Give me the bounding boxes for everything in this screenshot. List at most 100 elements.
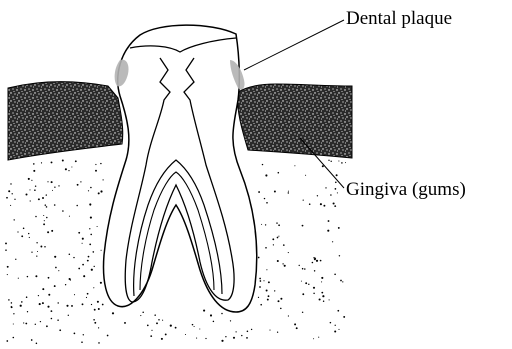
bone-dot <box>338 227 340 229</box>
bone-dot <box>203 310 205 312</box>
bone-dot <box>277 237 279 239</box>
bone-dot <box>225 336 226 337</box>
bone-dot <box>76 205 78 207</box>
bone-dot <box>97 301 99 303</box>
bone-dot <box>334 274 336 276</box>
bone-dot <box>91 269 93 271</box>
bone-dot <box>334 205 336 207</box>
bone-dot <box>35 324 36 325</box>
bone-dot <box>170 325 172 327</box>
bone-dot <box>175 327 177 329</box>
bone-dot <box>299 265 300 266</box>
bone-dot <box>288 252 289 253</box>
bone-dot <box>241 335 242 336</box>
bone-dot <box>185 334 186 335</box>
bone-dot <box>337 192 338 193</box>
bone-dot <box>328 220 330 222</box>
bone-dot <box>328 160 329 161</box>
bone-dot <box>278 300 280 302</box>
bone-dot <box>265 247 267 249</box>
bone-dot <box>124 322 126 324</box>
bone-dot <box>325 187 326 188</box>
bone-dot <box>317 195 318 196</box>
bone-dot <box>314 270 315 271</box>
bone-dot <box>55 267 57 269</box>
bone-dot <box>165 333 167 335</box>
bone-dot <box>283 244 285 246</box>
bone-dot <box>112 312 114 314</box>
bone-dot <box>94 266 95 267</box>
bone-dot <box>94 322 96 324</box>
bone-dot <box>93 287 94 288</box>
bone-dot <box>14 199 15 200</box>
bone-dot <box>7 274 8 275</box>
bone-dot <box>27 311 28 312</box>
bone-dot <box>221 340 223 342</box>
bone-dot <box>313 293 314 294</box>
bone-dot <box>82 238 84 240</box>
bone-dot <box>69 254 71 256</box>
bone-dot <box>230 320 231 321</box>
bone-dot <box>274 290 275 291</box>
bone-dot <box>91 304 92 305</box>
bone-dot <box>341 162 343 164</box>
bone-dot <box>74 294 75 295</box>
bone-dot <box>262 164 263 165</box>
bone-dot <box>100 163 101 164</box>
bone-dot <box>92 251 94 253</box>
bone-dot <box>302 225 304 227</box>
bone-dot <box>268 295 270 297</box>
bone-dot <box>196 338 197 339</box>
bone-dot <box>95 164 96 165</box>
bone-dot <box>338 160 339 161</box>
bone-dot <box>339 255 340 256</box>
bone-dot <box>42 288 44 290</box>
bone-dot <box>161 338 163 340</box>
bone-dot <box>35 185 36 186</box>
bone-dot <box>6 340 8 342</box>
bone-dot <box>284 265 286 267</box>
bone-dot <box>38 198 40 200</box>
bone-dot <box>89 244 91 246</box>
bone-dot <box>31 180 32 181</box>
bone-dot <box>59 329 61 331</box>
bone-dot <box>259 286 261 288</box>
bone-dot <box>274 191 276 193</box>
bone-dot <box>288 191 289 192</box>
bone-dot <box>258 257 260 259</box>
bone-dot <box>321 281 322 282</box>
bone-dot <box>29 189 30 190</box>
bone-dot <box>313 287 315 289</box>
bone-dot <box>23 322 24 323</box>
bone-dot <box>301 281 302 282</box>
bone-dot <box>12 193 13 194</box>
bone-dot <box>75 160 77 162</box>
bone-dot <box>25 323 27 325</box>
bone-dot <box>51 310 53 312</box>
bone-dot <box>95 170 97 172</box>
bone-dot <box>308 284 309 285</box>
bone-dot <box>151 330 152 331</box>
bone-dot <box>39 303 41 305</box>
bone-dot <box>265 224 266 225</box>
bone-dot <box>246 337 248 339</box>
bone-dot <box>7 266 9 268</box>
bone-dot <box>330 161 331 162</box>
bone-dot <box>28 233 29 234</box>
bone-dot <box>54 285 56 287</box>
bone-dot <box>43 223 45 225</box>
bone-dot <box>57 302 58 303</box>
bone-dot <box>264 198 265 199</box>
bone-dot <box>318 337 319 338</box>
bone-dot <box>11 302 13 304</box>
bone-dot <box>296 327 298 329</box>
bone-dot <box>54 187 55 188</box>
bone-dot <box>258 191 260 193</box>
bone-dot <box>35 216 37 218</box>
bone-dot <box>47 306 49 308</box>
bone-dot <box>313 338 314 339</box>
bone-dot <box>258 297 259 298</box>
bone-dot <box>313 257 315 259</box>
bone-dot <box>68 170 69 171</box>
bone-dot <box>333 202 335 204</box>
